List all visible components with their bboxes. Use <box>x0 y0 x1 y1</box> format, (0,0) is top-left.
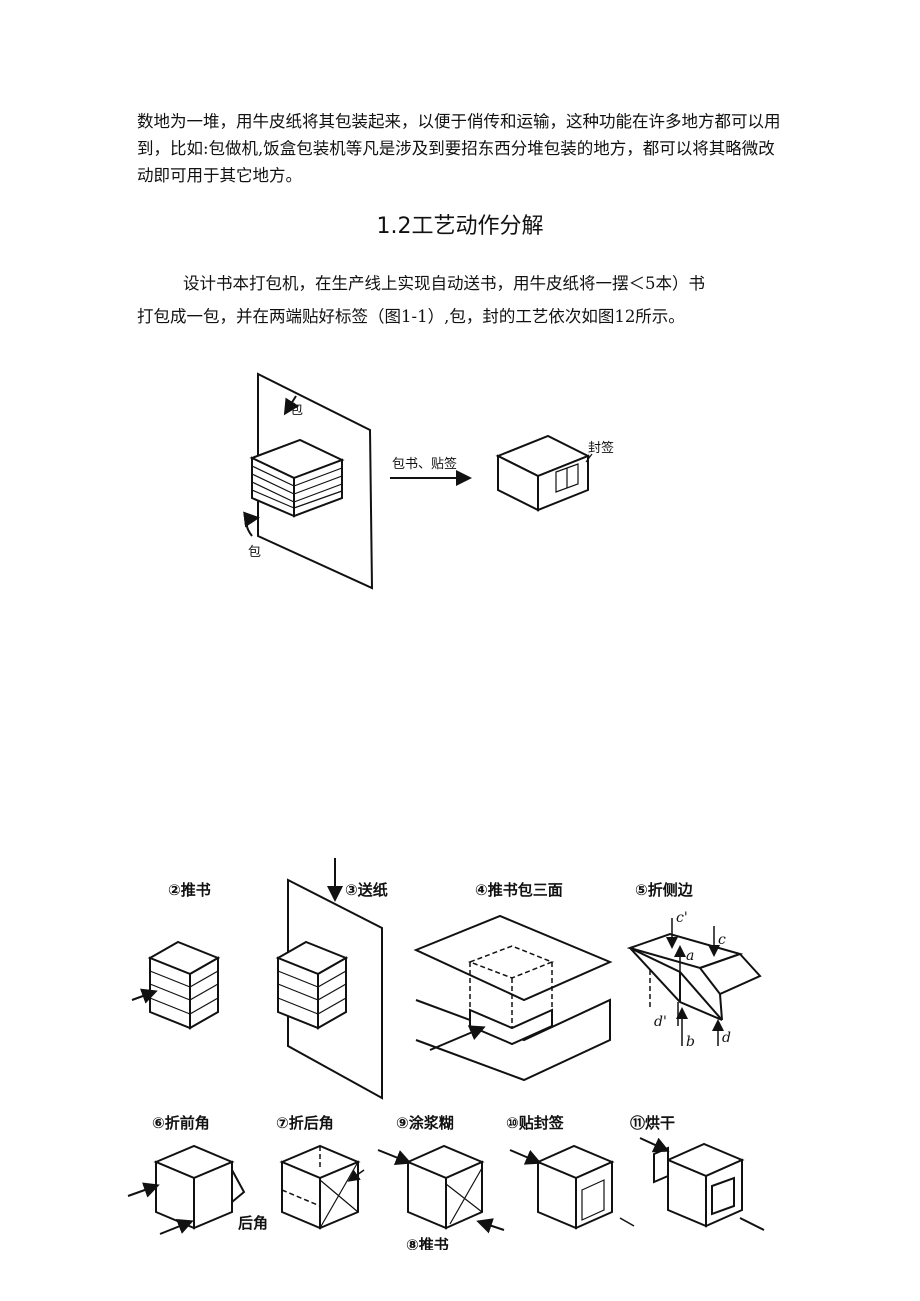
mark-c-prime: c' <box>676 910 688 926</box>
process-label: 包书、贴签 <box>392 456 457 472</box>
mark-b: b <box>686 1034 695 1050</box>
paragraph-intro: 数地为一堆，用牛皮纸将其包装起来，以便于俏传和运输，这种功能在许多地方都可以用到… <box>137 112 781 185</box>
step-2-label: ②推书 <box>168 881 211 899</box>
step-3-paper-and-books <box>275 858 383 1100</box>
section-heading: 1.2工艺动作分解 <box>376 214 544 239</box>
figure-1-1: 包 包 包书、贴签 封签 <box>243 372 614 590</box>
step-8-label: ⑧推书 <box>406 1236 449 1250</box>
seal-label: 封签 <box>588 440 614 456</box>
wrap-label-bottom: 包 <box>248 545 261 560</box>
wrap-arrow-top <box>283 395 300 416</box>
figure-1-2: ②推书 ③送纸 ④推书包三面 ⑤折侧边 <box>127 858 765 1250</box>
mark-d-prime: d' <box>654 1014 667 1030</box>
mark-d: d <box>722 1030 731 1046</box>
mark-a: a <box>686 948 694 964</box>
mark-c: c <box>718 932 726 948</box>
step-9-apply-paste <box>377 1144 505 1234</box>
paragraph-line-2: 打包成一包，并在两端贴好标签（图1-1）,包，封的工艺依次如图12所示。 <box>137 307 685 326</box>
step-10-label: ⑩贴封签 <box>506 1114 565 1132</box>
step-2-book-stack <box>131 940 221 1030</box>
rear-corner-label: 后角 <box>238 1214 268 1232</box>
step-5-fold-sides <box>626 918 762 1046</box>
wrapped-package <box>495 434 591 512</box>
step-4-label: ④推书包三面 <box>475 881 563 899</box>
step-4-push-wrap-three-sides <box>413 914 613 1082</box>
step-10-apply-seal <box>509 1144 635 1230</box>
step-5-label: ⑤折侧边 <box>635 881 694 899</box>
step-11-dry <box>639 1137 765 1231</box>
step-3-label: ③送纸 <box>345 881 388 899</box>
step-11-label: ⑪烘干 <box>630 1114 675 1132</box>
step-6-fold-front-corner <box>127 1144 246 1235</box>
book-stack <box>249 438 345 518</box>
step-9-label: ⑨涂浆糊 <box>396 1114 454 1132</box>
step-6-label: ⑥折前角 <box>152 1114 210 1132</box>
step-7-fold-rear-corner <box>279 1144 365 1230</box>
step-7-label: ⑦折后角 <box>276 1114 334 1132</box>
wrap-label-top: 包 <box>290 403 303 418</box>
wrap-arrow-bottom <box>243 511 260 537</box>
paragraph-line-1: 设计书本打包机，在生产线上实现自动送书，用牛皮纸将一摆＜5本）书 <box>183 274 705 293</box>
